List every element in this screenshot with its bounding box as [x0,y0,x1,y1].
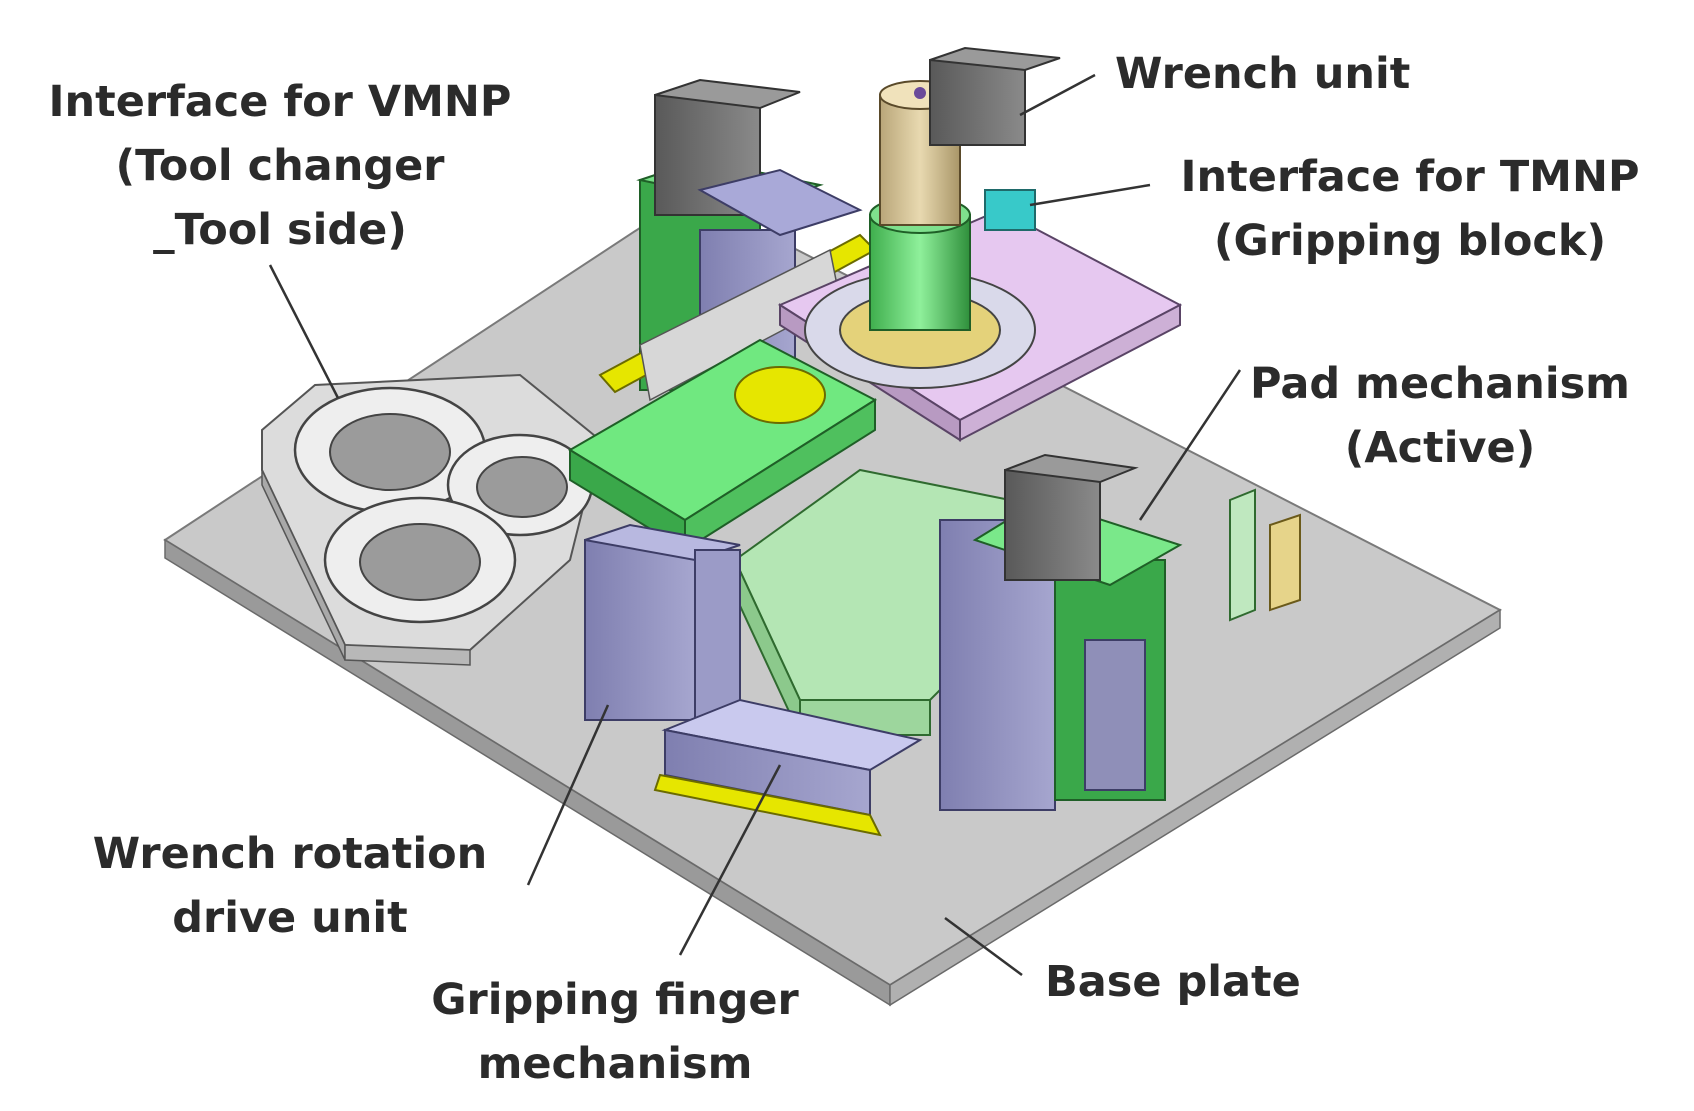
label-pad-line2: (Active) [1344,423,1536,473]
label-gripping-finger-line2: mechanism [477,1039,753,1089]
label-vmnp-line2: (Tool changer [115,141,445,191]
leader-gripping-finger [678,764,782,956]
leader-tmnp [1029,183,1151,207]
label-wrench-unit-line1: Wrench unit [1115,49,1411,99]
leader-vmnp [268,264,340,399]
leader-lines [268,73,1242,977]
label-tmnp-line2: (Gripping block) [1213,216,1607,266]
wrench-unit [869,46,1061,331]
vmnp-interface-plate [261,373,602,666]
label-wrench-rotation-line1: Wrench rotation [92,829,488,879]
label-vmnp-interface: Interface for VMNP (Tool changer _Tool s… [30,70,530,262]
side-bracket [1229,488,1301,622]
pad-mechanism-active [939,453,1183,811]
label-vmnp-line1: Interface for VMNP [48,77,512,127]
label-wrench-rotation-line2: drive unit [172,893,408,943]
leader-wrench-unit [1019,73,1096,117]
label-gripping-finger-mechanism: Gripping finger mechanism [415,968,815,1096]
label-gripping-finger-line1: Gripping finger [431,975,799,1025]
label-pad-line1: Pad mechanism [1250,359,1630,409]
label-base-plate-line1: Base plate [1045,957,1301,1007]
gripping-finger-mechanism [653,698,923,837]
label-tmnp-interface: Interface for TMNP (Gripping block) [1160,145,1660,273]
label-wrench-rotation-drive-unit: Wrench rotation drive unit [70,822,510,950]
leader-base-plate [944,916,1023,977]
label-wrench-unit: Wrench unit [1115,42,1410,106]
leader-pad [1138,369,1242,521]
label-tmnp-line1: Interface for TMNP [1180,152,1640,202]
label-pad-mechanism: Pad mechanism (Active) [1240,352,1640,480]
label-vmnp-line3: _Tool side) [153,205,407,255]
wrench-rotation-drive-unit [568,338,878,726]
label-base-plate: Base plate [1045,950,1301,1014]
leader-wrench-rotation [526,704,610,886]
